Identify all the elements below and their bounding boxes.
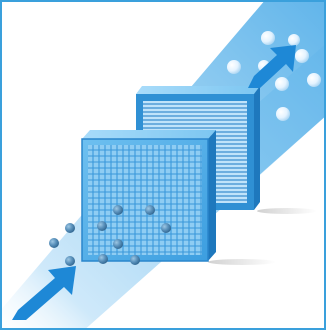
particle-icon	[49, 238, 59, 248]
front-filter-shadow	[208, 259, 276, 265]
particle-icon	[161, 223, 171, 233]
particle-icon	[295, 49, 309, 63]
particle-icon	[288, 34, 300, 46]
particle-icon	[276, 107, 290, 121]
particle-icon	[227, 60, 241, 74]
particle-icon	[275, 77, 289, 91]
particle-icon	[113, 205, 123, 215]
particle-icon	[98, 254, 108, 264]
rear-filter-shadow	[257, 208, 317, 214]
particle-icon	[65, 256, 75, 266]
particle-icon	[145, 205, 155, 215]
particle-icon	[130, 255, 140, 265]
particle-icon	[65, 223, 75, 233]
coarse-mesh-filter-icon	[82, 130, 216, 261]
particle-icon	[261, 31, 275, 45]
particle-icon	[113, 239, 123, 249]
particle-icon	[307, 73, 321, 87]
particle-icon	[97, 221, 107, 231]
